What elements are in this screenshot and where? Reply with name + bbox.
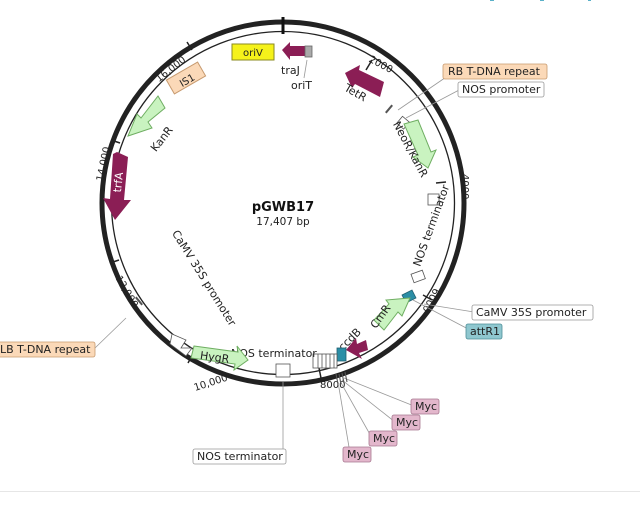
HygR-arrow bbox=[190, 345, 249, 372]
tick-6000 bbox=[422, 294, 433, 301]
NOS-terminator-bottom-label: NOS terminator bbox=[231, 347, 317, 360]
nos-promoter-line bbox=[405, 88, 462, 119]
HygR-label: HygR bbox=[199, 349, 230, 366]
lb-tdna-callout-label: LB T-DNA repeat bbox=[0, 343, 91, 356]
nos-promoter-callout[interactable] bbox=[457, 81, 545, 98]
traJ-arrow bbox=[282, 42, 305, 60]
callouts: RB T-DNA repeat NOS promoter CaMV 35S pr… bbox=[0, 63, 594, 465]
tick-label-10000: 10,000 bbox=[193, 373, 230, 394]
camv-right-callout[interactable] bbox=[471, 304, 594, 321]
oriT-label: oriT bbox=[291, 79, 312, 92]
nos-terminator-bottom-mark bbox=[275, 363, 291, 378]
myc-callout-4-label: Myc bbox=[347, 448, 369, 461]
lb-tick bbox=[135, 296, 143, 306]
CmR-arrow bbox=[373, 297, 411, 331]
oriV-feature bbox=[231, 43, 275, 61]
lb-tdna-callout[interactable] bbox=[0, 341, 96, 358]
oriT-feature bbox=[304, 45, 313, 58]
nos-terminator-callout-label: NOS terminator bbox=[197, 450, 283, 463]
tick-label-4000: 4000 bbox=[459, 174, 470, 199]
ccdB-arrow bbox=[346, 338, 368, 359]
myc1-line bbox=[343, 377, 415, 407]
tick-8000 bbox=[318, 367, 322, 379]
myc-ticks bbox=[335, 371, 348, 385]
camv-right-callout-label: CaMV 35S promoter bbox=[476, 306, 587, 319]
plasmid-size: 17,407 bp bbox=[256, 216, 310, 228]
rb-tick bbox=[385, 104, 393, 114]
attr1-line bbox=[412, 299, 471, 331]
myc-callout-2[interactable] bbox=[391, 414, 421, 431]
orit-line bbox=[303, 59, 308, 79]
top-edge-fragment bbox=[588, 0, 591, 1]
callout-lines bbox=[94, 59, 475, 454]
nos-terminator-right-mark bbox=[410, 269, 426, 284]
NeoR-KanR-arrow bbox=[403, 119, 437, 169]
top-edge-fragment bbox=[540, 0, 544, 1]
CaMV-35S-promoter-left-label: CaMV 35S promoter bbox=[169, 228, 239, 329]
plasmid-name: pGWB17 bbox=[252, 200, 314, 215]
bottom-divider bbox=[0, 491, 640, 492]
tick-12000 bbox=[109, 259, 120, 264]
attR1-feature bbox=[336, 347, 347, 362]
myc3-line bbox=[339, 380, 373, 439]
myc-callout-2-label: Myc bbox=[396, 416, 418, 429]
tick-label-8000: 8000 bbox=[320, 380, 345, 391]
nos-promoter-callout-label: NOS promoter bbox=[462, 83, 541, 96]
tick-label-12000: 12,000 bbox=[113, 274, 140, 310]
camv-right-line bbox=[423, 303, 475, 313]
trfA-arrow bbox=[103, 152, 131, 220]
traJ-label: traJ bbox=[281, 64, 300, 77]
myc-callout-4[interactable] bbox=[342, 446, 372, 463]
rb-tdna-callout[interactable] bbox=[442, 63, 548, 80]
lb-tdna-line bbox=[94, 317, 127, 349]
myc-callout-1[interactable] bbox=[410, 398, 440, 415]
tick-2000 bbox=[365, 59, 373, 71]
KanR-arrow bbox=[127, 95, 166, 137]
attr1-callout-label: attR1 bbox=[470, 325, 500, 338]
trfA-label: trfA bbox=[111, 171, 126, 193]
tick-4000 bbox=[435, 181, 447, 184]
hatch-cluster bbox=[312, 353, 338, 369]
attr1-callout[interactable] bbox=[465, 323, 503, 340]
myc-callout-3-label: Myc bbox=[373, 432, 395, 445]
top-edge-fragment bbox=[490, 0, 494, 1]
IS1-feature bbox=[165, 61, 207, 95]
tick-label-14000: 14,000 bbox=[95, 146, 113, 183]
misc-feature-right bbox=[427, 193, 440, 206]
tick-16000 bbox=[186, 41, 193, 51]
tick-14000 bbox=[110, 139, 121, 144]
myc-callout-3[interactable] bbox=[368, 430, 398, 447]
rb-tdna-callout-label: RB T-DNA repeat bbox=[448, 65, 541, 78]
myc2-line bbox=[341, 379, 396, 423]
TetR-arrow bbox=[345, 65, 384, 97]
camv-left-promoter-mark bbox=[169, 333, 193, 357]
nos-terminator-callout[interactable] bbox=[192, 448, 287, 465]
myc4-line bbox=[337, 381, 351, 454]
myc-callout-1-label: Myc bbox=[415, 400, 437, 413]
oriV-label: oriV bbox=[243, 48, 263, 59]
